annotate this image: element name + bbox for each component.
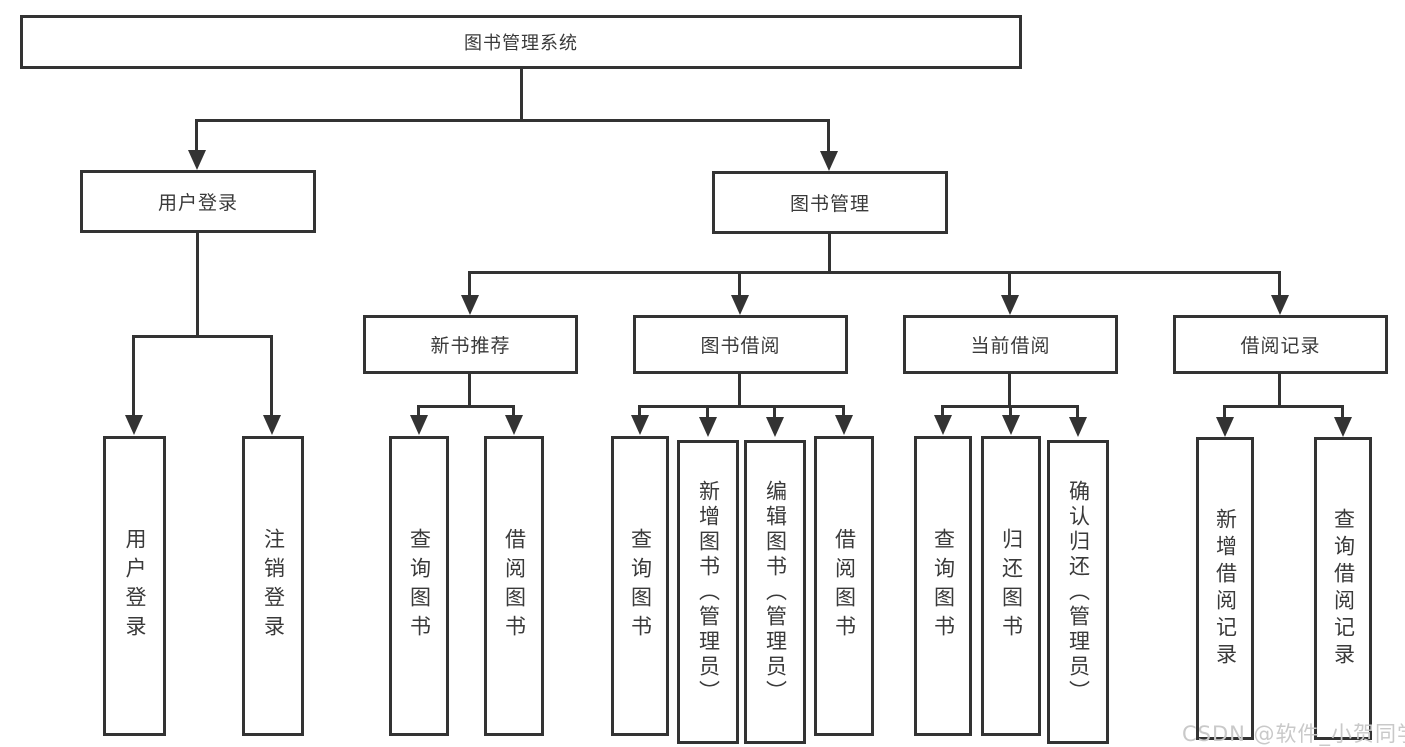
connector-user-login-rail [132, 335, 273, 338]
node-book-borrow: 图书借阅 [633, 315, 848, 374]
leaf-logout: 注销登录 [242, 436, 304, 736]
leaf-bb-query-books-label: 查询图书 [628, 528, 653, 644]
connector-borrow-records-stem [1278, 373, 1281, 408]
leaf-cb-return-books: 归还图书 [981, 436, 1041, 736]
connector-current-borrow-stem [1008, 373, 1011, 408]
arrow-to-user-login [195, 122, 198, 150]
connector-book-borrow-stem [738, 373, 741, 408]
node-current-borrow: 当前借阅 [903, 315, 1118, 374]
node-book-management: 图书管理 [712, 171, 948, 234]
leaf-br-add-record-label: 新增借阅记录 [1213, 507, 1238, 670]
node-new-book-recommend: 新书推荐 [363, 315, 578, 374]
node-root-label: 图书管理系统 [464, 33, 578, 54]
leaf-bb-query-books: 查询图书 [611, 436, 669, 736]
arrow-to-nb-borrow-books [512, 407, 515, 415]
leaf-user-login: 用户登录 [103, 436, 166, 736]
leaf-cb-query-books: 查询图书 [914, 436, 972, 736]
node-user-login-label: 用户登录 [157, 192, 238, 214]
connector-new-book-recommend-rail [417, 405, 515, 408]
node-book-management-label: 图书管理 [789, 193, 870, 215]
node-new-book-recommend-label: 新书推荐 [430, 335, 511, 357]
connector-root-stem [520, 68, 523, 122]
leaf-bb-add-books-admin-label: 新增图书（管理员） [696, 479, 721, 705]
arrow-to-bb-edit-books [773, 407, 776, 417]
csdn-watermark: CSDN @软件_小贺同学 [1182, 722, 1405, 746]
leaf-bb-borrow-books-label: 借阅图书 [832, 528, 857, 644]
arrow-to-book-borrow [738, 274, 741, 295]
leaf-cb-query-books-label: 查询图书 [931, 528, 956, 644]
leaf-br-query-record-label: 查询借阅记录 [1331, 507, 1356, 670]
connector-new-book-recommend-stem [468, 373, 471, 408]
arrow-to-bb-borrow-books [842, 407, 845, 415]
leaf-bb-add-books-admin: 新增图书（管理员） [677, 440, 739, 744]
leaf-nb-query-books-label: 查询图书 [407, 528, 432, 644]
leaf-cb-confirm-return-admin-label: 确认归还（管理员） [1066, 479, 1091, 705]
leaf-logout-label: 注销登录 [261, 528, 286, 644]
leaf-nb-borrow-books: 借阅图书 [484, 436, 544, 736]
leaf-bb-edit-books-admin-label: 编辑图书（管理员） [763, 479, 788, 705]
node-borrow-records: 借阅记录 [1173, 315, 1388, 374]
arrow-to-cb-confirm-return [1076, 407, 1079, 417]
connector-user-login-stem [196, 232, 199, 338]
arrow-to-cb-query-books [941, 407, 944, 415]
arrow-to-br-add-record [1223, 407, 1226, 417]
connector-book-borrow-rail [638, 405, 845, 408]
leaf-cb-confirm-return-admin: 确认归还（管理员） [1047, 440, 1109, 744]
leaf-bb-borrow-books: 借阅图书 [814, 436, 874, 736]
arrow-to-bb-add-books [706, 407, 709, 417]
node-book-borrow-label: 图书借阅 [700, 335, 781, 357]
arrow-to-cb-return-books [1009, 407, 1012, 415]
arrow-to-nb-query-books [417, 407, 420, 415]
arrow-to-leaf-user-login [132, 338, 135, 415]
arrow-to-borrow-records [1278, 274, 1281, 295]
connector-root-rail [195, 119, 830, 122]
arrow-to-new-book-recommend [468, 274, 471, 295]
leaf-bb-edit-books-admin: 编辑图书（管理员） [744, 440, 806, 744]
node-user-login: 用户登录 [80, 170, 316, 233]
leaf-nb-query-books: 查询图书 [389, 436, 449, 736]
node-root: 图书管理系统 [20, 15, 1022, 69]
arrow-to-bb-query-books [638, 407, 641, 415]
node-current-borrow-label: 当前借阅 [970, 335, 1051, 357]
arrow-to-br-query-record [1341, 407, 1344, 417]
connector-book-management-rail [468, 271, 1281, 274]
leaf-br-add-record: 新增借阅记录 [1196, 437, 1254, 740]
leaf-cb-return-books-label: 归还图书 [999, 528, 1024, 644]
node-borrow-records-label: 借阅记录 [1240, 335, 1321, 357]
leaf-br-query-record: 查询借阅记录 [1314, 437, 1372, 740]
leaf-user-login-label: 用户登录 [123, 528, 147, 644]
arrow-to-leaf-logout [270, 338, 273, 415]
connector-borrow-records-rail [1223, 405, 1344, 408]
arrow-to-book-management [827, 122, 830, 151]
leaf-nb-borrow-books-label: 借阅图书 [502, 528, 527, 644]
arrow-to-current-borrow [1008, 274, 1011, 295]
connector-book-management-stem [828, 233, 831, 274]
